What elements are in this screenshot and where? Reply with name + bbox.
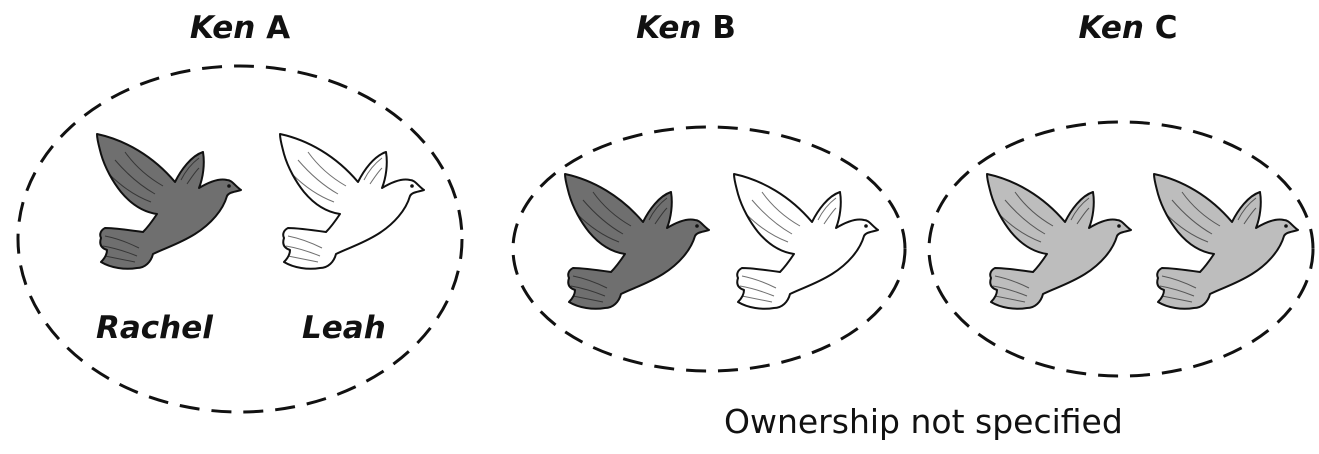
group-c-title-italic: Ken (1079, 10, 1144, 46)
group-b-title: Ken B (636, 10, 736, 46)
dove-icon (734, 174, 878, 309)
dove-icon (280, 134, 424, 269)
group-a-title-letter: A (266, 10, 290, 46)
group-a-boundary (18, 66, 462, 412)
group-c-title-letter: C (1155, 10, 1178, 46)
dove-icon (97, 134, 241, 269)
group-c-title: Ken C (1079, 10, 1178, 46)
group-a-title-italic: Ken (190, 10, 255, 46)
dove-name-leah: Leah (302, 310, 386, 346)
group-b-title-letter: B (712, 10, 736, 46)
dove-icon (565, 174, 709, 309)
group-b-title-italic: Ken (636, 10, 701, 46)
dove-icon (1154, 174, 1298, 309)
dove-icon (987, 174, 1131, 309)
caption: Ownership not specified (724, 402, 1123, 441)
group-a-title: Ken A (190, 10, 290, 46)
dove-name-rachel: Rachel (96, 310, 213, 346)
